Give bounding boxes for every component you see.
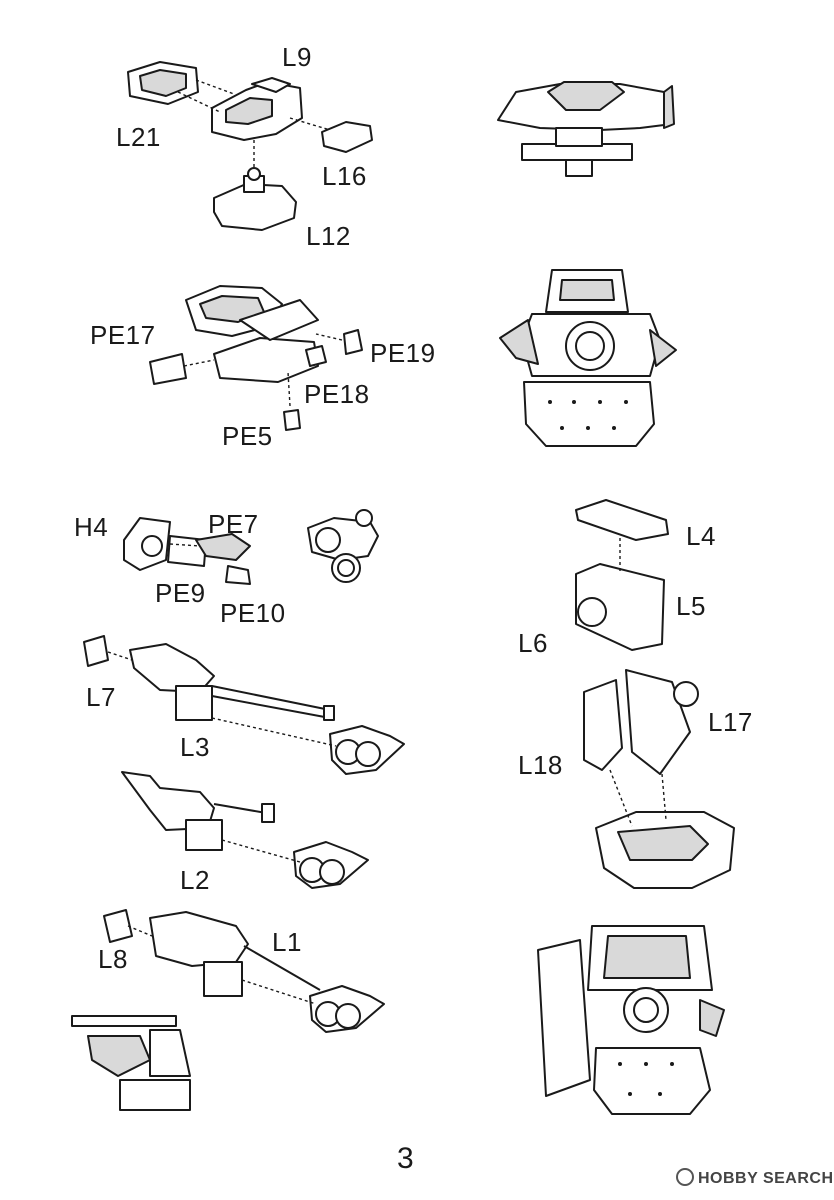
part-label-l4: L4 xyxy=(686,521,716,551)
part-label-l12: L12 xyxy=(306,221,351,251)
hobby-search-logo-icon xyxy=(676,1168,694,1186)
page-number: 3 xyxy=(397,1142,414,1175)
step1-result-view xyxy=(497,81,675,177)
part-label-pe9: PE9 xyxy=(155,578,206,608)
part-label-l6: L6 xyxy=(518,628,548,658)
part-label-pe10: PE10 xyxy=(220,598,286,628)
part-label-pe7: PE7 xyxy=(208,509,259,539)
watermark: HOBBY SEARCH xyxy=(676,1168,834,1188)
part-label-pe5: PE5 xyxy=(222,421,273,451)
step5-gun-l3 xyxy=(83,635,405,775)
part-label-l9: L9 xyxy=(282,42,312,72)
part-label-pe19: PE19 xyxy=(370,338,436,368)
part-label-l8: L8 xyxy=(98,944,128,974)
part-label-l18: L18 xyxy=(518,750,563,780)
step2-result-view xyxy=(499,269,677,447)
step4-exploded-view xyxy=(575,499,735,889)
part-label-l21: L21 xyxy=(116,122,161,152)
part-label-pe18: PE18 xyxy=(304,379,370,409)
step3-exploded-view xyxy=(123,517,251,585)
step1-exploded-view xyxy=(127,61,373,231)
part-label-l17: L17 xyxy=(708,707,753,737)
part-label-l1: L1 xyxy=(272,927,302,957)
part-label-l3: L3 xyxy=(180,732,210,762)
part-label-l2: L2 xyxy=(180,865,210,895)
part-label-pe17: PE17 xyxy=(90,320,156,350)
final-result-view xyxy=(537,925,725,1115)
part-label-l7: L7 xyxy=(86,682,116,712)
part-label-h4: H4 xyxy=(74,512,109,542)
step5-gun-l2 xyxy=(121,771,369,889)
step2-exploded-view xyxy=(149,285,363,431)
step3-detail-view xyxy=(307,509,379,583)
part-label-l16: L16 xyxy=(322,161,367,191)
part-label-l5: L5 xyxy=(676,591,706,621)
step5-gun-l1 xyxy=(103,909,385,1033)
watermark-text: HOBBY SEARCH xyxy=(698,1170,834,1187)
step5-gun-cutaway xyxy=(71,1015,191,1111)
